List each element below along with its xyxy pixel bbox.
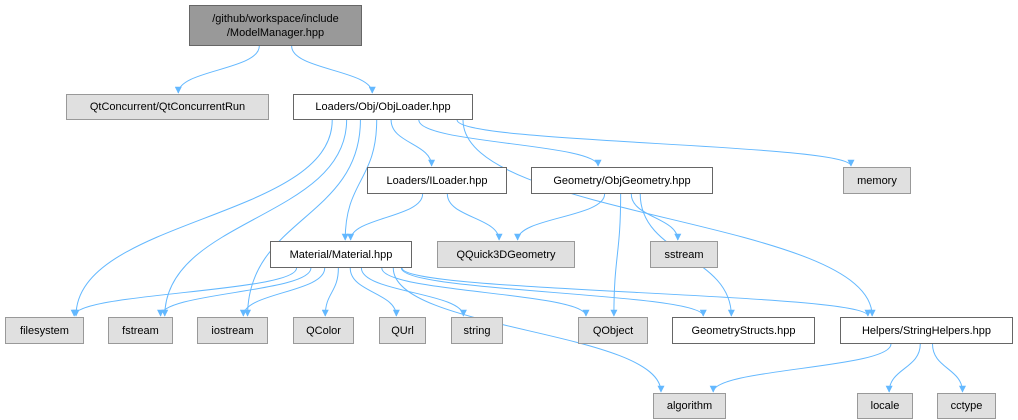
node-label: QUrl [391, 324, 414, 337]
node-label: filesystem [20, 324, 69, 337]
edge-stringhelpers-to-cctype [932, 343, 966, 393]
edge-material-to-qobject [381, 267, 590, 317]
edge-material-to-iostream [239, 267, 326, 317]
node-filesystem[interactable]: filesystem [5, 317, 84, 344]
node-qurl[interactable]: QUrl [379, 317, 426, 344]
node-label: Loaders/ILoader.hpp [386, 174, 488, 187]
node-geometrystructs[interactable]: GeometryStructs.hpp [672, 317, 815, 344]
node-qquick3d[interactable]: QQuick3DGeometry [437, 241, 575, 268]
edge-material-to-algorithm [392, 267, 665, 393]
edge-objloader-to-objgeometry [418, 119, 602, 167]
node-label: GeometryStructs.hpp [691, 324, 796, 337]
node-label: Geometry/ObjGeometry.hpp [553, 174, 691, 187]
edge-iloader-to-qquick3d [446, 193, 503, 241]
node-label: iostream [211, 324, 254, 337]
edge-objloader-to-stringhelpers [462, 119, 876, 317]
node-qobject[interactable]: QObject [578, 317, 648, 344]
node-label: locale [870, 400, 900, 412]
edge-objgeometry-to-qobject [610, 193, 622, 317]
edge-objloader-to-fstream [161, 119, 348, 317]
node-root[interactable]: /github/workspace/include /ModelManager.… [189, 5, 362, 46]
edge-stringhelpers-to-algorithm [709, 343, 892, 393]
node-string[interactable]: string [451, 317, 503, 344]
node-label: string [463, 324, 491, 337]
node-label: sstream [664, 248, 704, 261]
node-label: /github/workspace/include /ModelManager.… [212, 12, 339, 39]
edge-objloader-to-material [341, 119, 378, 241]
edge-objgeometry-to-sstream [630, 193, 682, 241]
node-label: fstream [122, 324, 159, 337]
edge-stringhelpers-to-locale [885, 343, 921, 393]
node-locale[interactable]: locale [857, 393, 913, 419]
node-memory[interactable]: memory [843, 167, 911, 194]
node-label: Material/Material.hpp [289, 248, 393, 261]
node-objloader[interactable]: Loaders/Obj/ObjLoader.hpp [293, 94, 473, 120]
edge-material-to-fstream [157, 267, 312, 317]
edge-material-to-filesystem [70, 267, 298, 317]
edge-root-to-objloader [291, 45, 376, 94]
edge-objloader-to-filesystem [72, 119, 333, 317]
node-iloader[interactable]: Loaders/ILoader.hpp [367, 167, 507, 194]
edge-iloader-to-material [347, 193, 424, 241]
node-objgeometry[interactable]: Geometry/ObjGeometry.hpp [531, 167, 713, 194]
node-label: QtConcurrent/QtConcurrentRun [89, 101, 246, 113]
node-label: algorithm [666, 400, 713, 412]
edge-objloader-to-iloader [390, 119, 436, 167]
node-algorithm[interactable]: algorithm [653, 393, 726, 419]
node-iostream[interactable]: iostream [197, 317, 268, 344]
node-sstream[interactable]: sstream [650, 241, 718, 268]
node-cctype[interactable]: cctype [937, 393, 996, 419]
node-fstream[interactable]: fstream [108, 317, 173, 344]
edge-material-to-qurl [349, 267, 400, 317]
node-label: memory [857, 174, 897, 187]
edge-material-to-stringhelpers [401, 267, 872, 317]
node-label: QColor [306, 324, 341, 337]
node-label: Helpers/StringHelpers.hpp [861, 324, 991, 337]
node-label: QObject [592, 324, 634, 337]
edge-objgeometry-to-qquick3d [514, 193, 606, 241]
edge-material-to-geometrystructs [400, 267, 707, 317]
node-qcolor[interactable]: QColor [293, 317, 354, 344]
node-stringhelpers[interactable]: Helpers/StringHelpers.hpp [840, 317, 1013, 344]
edge-material-to-qcolor [321, 267, 339, 317]
node-label: cctype [950, 400, 983, 412]
edge-root-to-qtconcurrent [174, 45, 260, 94]
edge-objloader-to-memory [456, 119, 855, 167]
node-label: QQuick3DGeometry [456, 248, 556, 261]
node-qtconcurrent[interactable]: QtConcurrent/QtConcurrentRun [66, 94, 269, 120]
node-label: Loaders/Obj/ObjLoader.hpp [315, 101, 451, 113]
edge-objloader-to-iostream [244, 119, 361, 317]
node-material[interactable]: Material/Material.hpp [270, 241, 412, 268]
edge-material-to-string [360, 267, 467, 317]
